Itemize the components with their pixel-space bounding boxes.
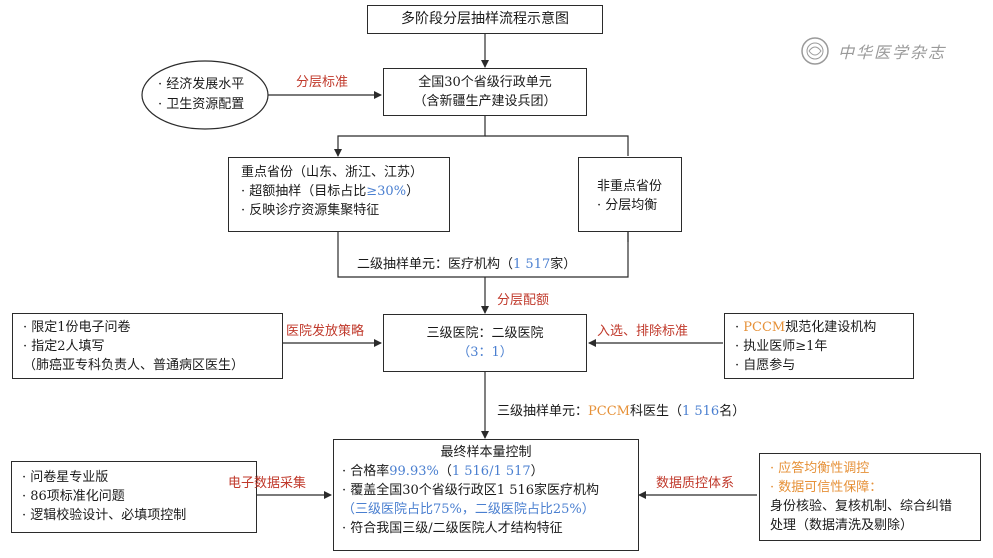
factor-resources: · 卫生资源配置 <box>158 97 245 112</box>
diagram-title: 多阶段分层抽样流程示意图 <box>401 11 569 27</box>
secondary-unit-suffix: 家） <box>550 257 577 272</box>
secondary-unit-text: 二级抽样单元：医疗机构（ <box>357 257 514 272</box>
national-line1: 全国30个省级行政单元 <box>418 75 552 90</box>
criteria-voluntary: · 自愿参与 <box>735 358 796 373</box>
secondary-unit-label: 二级抽样单元：医疗机构（1 517家） <box>353 253 581 272</box>
inclusion-label: 入选、排除标准 <box>597 324 689 339</box>
factors-ellipse <box>141 60 269 130</box>
hospital-box: 三级医院：二级医院 （3：1） <box>383 314 587 372</box>
pass-rate-label: · 合格率 <box>342 464 390 479</box>
criteria-pccm: · PCCM规范化建设机构 <box>735 318 913 337</box>
respondent-roles: （肺癌亚专科负责人、普通病区医生） <box>23 358 245 373</box>
final-pass-rate: · 合格率99.93%（1 516/1 517） <box>342 462 638 481</box>
criteria-pccm-tag: PCCM <box>743 320 786 335</box>
oversampling-text: · 超额抽样（目标占比 <box>241 184 367 199</box>
hospital-ratio-title: 三级医院：二级医院 <box>426 326 544 341</box>
distribution-box: · 限定1份电子问卷 · 指定2人填写 （肺癌亚专科负责人、普通病区医生） <box>12 313 283 379</box>
final-hospital-share: （三级医院占比75%，二级医院占比25%） <box>342 502 595 517</box>
secondary-unit-count: 1 517 <box>513 257 551 272</box>
national-box: 全国30个省级行政单元 （含新疆生产建设兵团） <box>383 68 587 116</box>
qc-cleaning: 处理（数据清洗及剔除） <box>770 518 914 533</box>
criteria-pccm-text: 规范化建设机构 <box>785 320 877 335</box>
arrow-split-provinces <box>334 116 486 157</box>
national-line2: （含新疆生产建设兵团） <box>413 94 557 109</box>
distribution-label: 医院发放策略 <box>286 324 365 339</box>
single-questionnaire: · 限定1份电子问卷 <box>23 320 131 335</box>
hospital-ratio: （3：1） <box>457 345 513 360</box>
non-key-balance: · 分层均衡 <box>597 198 658 213</box>
tertiary-unit-mid: 科医生（ <box>629 404 682 419</box>
key-provinces-box: 重点省份（山东、浙江、江苏） · 超额抽样（目标占比≥30%） · 反映诊疗资源… <box>228 157 450 232</box>
final-title: 最终样本量控制 <box>440 445 532 460</box>
tool-platform: · 问卷星专业版 <box>22 470 109 485</box>
pass-rate-open: （ <box>438 464 452 479</box>
qc-box: · 应答均衡性调控 · 数据可信性保障： 身份核验、复核机制、综合纠错 处理（数… <box>759 453 981 541</box>
arrow-merge-provinces <box>337 232 629 278</box>
pass-rate-value: 99.93% <box>389 464 439 479</box>
key-provinces-title: 重点省份（山东、浙江、江苏） <box>241 165 424 180</box>
tertiary-unit-suffix: 名） <box>719 404 746 419</box>
criteria-box: · PCCM规范化建设机构 · 执业医师≥1年 · 自愿参与 <box>724 313 914 379</box>
pass-rate-fraction: 1 516/1 517 <box>451 464 531 479</box>
tertiary-unit-count: 1 516 <box>681 404 720 419</box>
factor-economy: · 经济发展水平 <box>158 77 245 92</box>
tertiary-unit-pccm: PCCM <box>588 404 630 419</box>
factors-text: · 经济发展水平 · 卫生资源配置 <box>158 75 268 115</box>
two-respondents: · 指定2人填写 <box>23 339 105 354</box>
tools-box: · 问卷星专业版 · 86项标准化问题 · 逻辑校验设计、必填项控制 <box>11 461 257 533</box>
tool-validation: · 逻辑校验设计、必填项控制 <box>22 508 187 523</box>
qc-reliability: · 数据可信性保障： <box>770 480 883 495</box>
watermark: 中华医学杂志 <box>800 36 946 66</box>
final-structure: · 符合我国三级/二级医院人才结构特征 <box>342 521 563 536</box>
oversampling-line: · 超额抽样（目标占比≥30%） <box>241 182 449 201</box>
arrow-split-nonkey <box>485 135 629 156</box>
society-seal-icon <box>801 37 829 65</box>
oversampling-target: ≥30% <box>366 184 407 199</box>
criteria-bullet: · <box>735 320 744 335</box>
criteria-experience: · 执业医师≥1年 <box>735 339 828 354</box>
title-box: 多阶段分层抽样流程示意图 <box>367 5 603 34</box>
stratify-label: 分层标准 <box>296 75 349 90</box>
final-coverage: · 覆盖全国30个省级行政区1 516家医疗机构 <box>342 483 600 498</box>
agglomeration-line: · 反映诊疗资源集聚特征 <box>241 203 380 218</box>
qc-balance: · 应答均衡性调控 <box>770 461 870 476</box>
non-key-title: 非重点省份 <box>597 179 663 194</box>
qc-methods: 身份核验、复核机制、综合纠错 <box>770 499 953 514</box>
tertiary-unit-label: 三级抽样单元：PCCM科医生（1 516名） <box>497 400 745 419</box>
watermark-text: 中华医学杂志 <box>838 43 947 62</box>
allocation-label: 分层配额 <box>497 293 550 308</box>
tertiary-unit-text: 三级抽样单元： <box>497 404 589 419</box>
final-box: 最终样本量控制 · 合格率99.93%（1 516/1 517） · 覆盖全国3… <box>333 439 639 551</box>
oversampling-close: ） <box>406 184 420 199</box>
tool-questions: · 86项标准化问题 <box>22 489 125 504</box>
pass-rate-close: ） <box>530 464 544 479</box>
qc-label: 数据质控体系 <box>656 476 735 491</box>
non-key-box: 非重点省份 · 分层均衡 <box>578 157 682 232</box>
collection-label: 电子数据采集 <box>228 476 307 491</box>
